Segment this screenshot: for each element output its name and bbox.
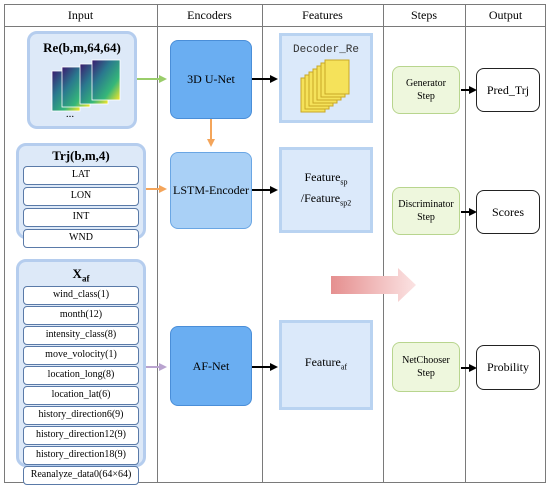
xaf-field-reanalyze-data: Reanalyze_data0(64×64): [23, 465, 139, 485]
trj-input-title: Trj(b,m,4): [52, 148, 110, 163]
xaf-field-intensity-class: intensity_class(8): [23, 325, 139, 345]
unet-encoder-box: 3D U-Net: [170, 40, 252, 119]
trj-field-lat: LAT: [23, 166, 139, 185]
generator-step-sublabel: Step: [417, 91, 435, 102]
xaf-input-title: Xaf: [72, 266, 90, 284]
trj-input-panel: Trj(b,m,4) LAT LON INT WND: [16, 143, 146, 248]
trj-field-lon: LON: [23, 187, 139, 206]
column-divider: [157, 4, 158, 483]
xaf-field-history-direction12: history_direction12(9): [23, 425, 139, 445]
column-divider: [383, 4, 384, 483]
re-stack-ellipsis: ...: [65, 108, 75, 120]
lstm-encoder-box: LSTM-Encoder: [170, 152, 252, 229]
pred-trj-output-box: Pred_Trj: [476, 68, 540, 112]
xaf-field-location-long: location_long(8): [23, 365, 139, 385]
xaf-field-month: month(12): [23, 305, 139, 325]
xaf-field-move-velocity: move_volocity(1): [23, 345, 139, 365]
re-input-title: Re(b,m,64,64): [43, 40, 121, 55]
column-header-features: Features: [302, 8, 343, 22]
trj-field-wnd: WND: [23, 229, 139, 248]
decoder-feature-label: Decoder_Re: [292, 44, 359, 56]
column-divider: [465, 4, 466, 483]
xaf-field-location-lat: location_lat(6): [23, 385, 139, 405]
feature-sp-box: Featuresp /Featuresp2: [279, 147, 373, 233]
probility-output-box: Probility: [476, 345, 540, 390]
column-header-encoders: Encoders: [187, 8, 232, 22]
xaf-field-wind-class: wind_class(1): [23, 285, 139, 305]
diagram-frame: [4, 4, 546, 483]
discriminator-step-label: Discriminator: [398, 199, 454, 210]
generator-step-label: Generator: [406, 78, 446, 89]
netchooser-step-sublabel: Step: [417, 368, 435, 379]
feature-af-label: Featureaf: [304, 355, 348, 372]
flow-direction-arrow: [331, 268, 416, 302]
trj-field-int: INT: [23, 208, 139, 227]
feature-sp-label: Featuresp: [304, 169, 348, 186]
xaf-field-history-direction6: history_direction6(9): [23, 405, 139, 425]
re-frame: [91, 59, 121, 101]
header-divider: [4, 26, 546, 27]
discriminator-step-sublabel: Step: [417, 212, 435, 223]
column-header-input: Input: [67, 8, 94, 22]
column-header-steps: Steps: [410, 8, 437, 22]
feature-af-box: Featureaf: [279, 320, 373, 410]
column-header-output: Output: [488, 8, 523, 22]
netchooser-step-label: NetChooser: [402, 355, 450, 366]
xaf-input-panel: Xaf wind_class(1) month(12) intensity_cl…: [16, 259, 146, 485]
generator-step-box: Generator Step: [392, 66, 460, 114]
column-divider: [262, 4, 263, 483]
afnet-encoder-box: AF-Net: [170, 326, 252, 406]
scores-output-box: Scores: [476, 190, 540, 234]
xaf-field-history-direction18: history_direction18(9): [23, 445, 139, 465]
netchooser-step-box: NetChooser Step: [392, 342, 460, 392]
feature-sp2-label: /Featuresp2: [300, 191, 352, 208]
discriminator-step-box: Discriminator Step: [392, 187, 460, 235]
decoder-frame: [324, 59, 350, 95]
